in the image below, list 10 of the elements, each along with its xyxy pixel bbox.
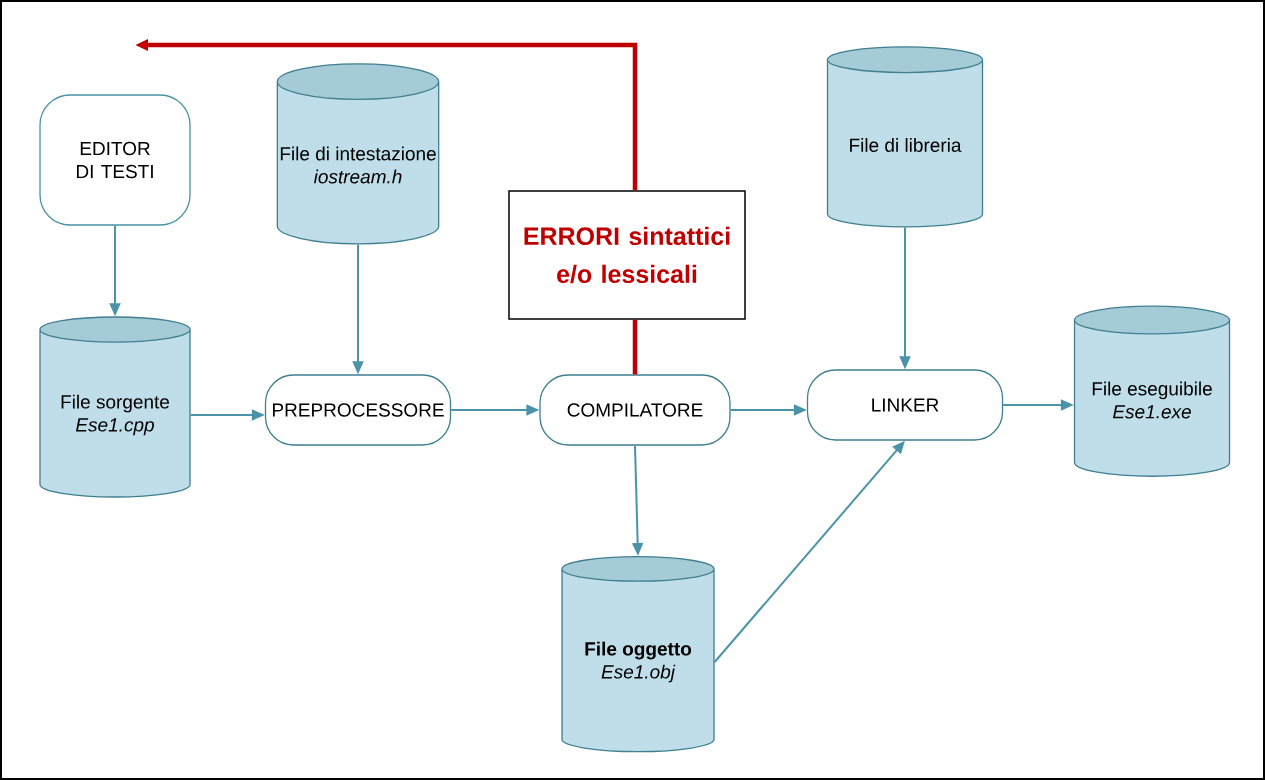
file-cylinder: File eseguibile Ese1.exe [1073, 305, 1231, 477]
file-cylinder: File di libreria [826, 46, 984, 228]
error-box: ERRORI sintattici e/o lessicali [508, 190, 746, 320]
file-cylinder: File di intestazione iostream.h [276, 63, 440, 245]
file-cylinder: File oggetto Ese1.obj [561, 556, 715, 753]
editor-box: EDITOR DI TESTI [39, 94, 191, 226]
process-box: PREPROCESSORE [264, 374, 452, 446]
file-cylinder: File sorgente Ese1.cpp [39, 316, 191, 498]
process-box: COMPILATORE [539, 374, 731, 446]
process-box: LINKER [806, 369, 1004, 441]
